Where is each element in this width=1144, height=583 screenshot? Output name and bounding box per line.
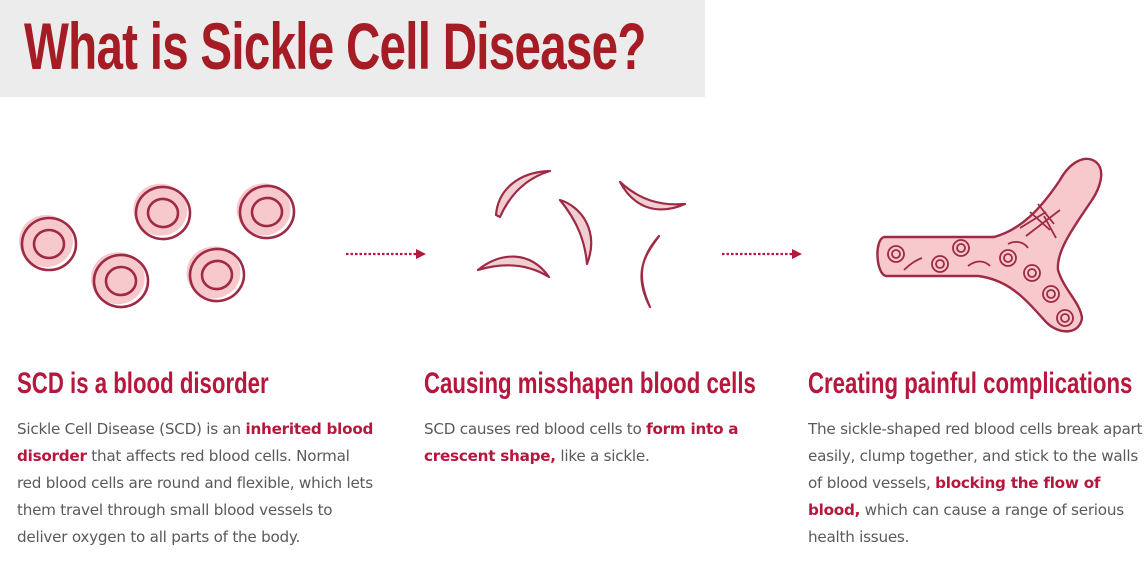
body-text: Sickle Cell Disease (SCD) is an — [17, 420, 246, 438]
section-heading: Causing misshapen blood cells — [424, 367, 756, 400]
section-complications: Creating painful complications The sickl… — [808, 364, 1144, 551]
section-body: SCD causes red blood cells to form into … — [424, 416, 764, 470]
body-text: which can cause a range of serious healt… — [808, 501, 1124, 546]
body-text: that affects red blood cells. Normal red… — [17, 447, 373, 546]
section-blood-disorder: SCD is a blood disorder Sickle Cell Dise… — [17, 364, 377, 551]
blood-vessel-blockage-icon — [876, 157, 1103, 333]
body-text: like a sickle. — [555, 447, 650, 465]
section-heading: SCD is a blood disorder — [17, 367, 269, 400]
body-text: The sickle-shaped red blood cells break … — [808, 420, 1143, 492]
highlight-text: inherited blood disorder — [17, 420, 374, 465]
section-misshapen-cells: Causing misshapen blood cells SCD causes… — [424, 364, 764, 470]
section-body: The sickle-shaped red blood cells break … — [808, 416, 1144, 551]
highlight-text: form into a crescent shape, — [424, 420, 739, 465]
body-text: SCD causes red blood cells to — [424, 420, 647, 438]
dotted-arrow-right-icon — [346, 249, 426, 259]
round-red-blood-cells-icon — [17, 178, 299, 311]
page-title: What is Sickle Cell Disease? — [24, 9, 646, 83]
crescent-sickle-cells-icon — [476, 169, 687, 309]
section-heading: Creating painful complications — [808, 367, 1133, 400]
title-banner — [0, 0, 705, 97]
section-body: Sickle Cell Disease (SCD) is an inherite… — [17, 416, 377, 551]
highlight-text: blocking the flow of blood, — [808, 474, 1101, 519]
dotted-arrow-right-icon — [722, 249, 802, 259]
